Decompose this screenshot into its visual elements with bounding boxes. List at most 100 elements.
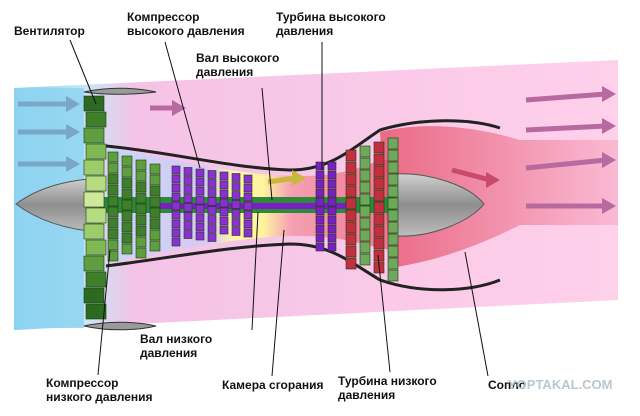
- hp-compressor-blade: [207, 215, 217, 224]
- lp-turbine-blade: [345, 245, 357, 258]
- hp-compressor-blade: [219, 216, 229, 226]
- tail-cone: [394, 173, 485, 237]
- lp-compressor-blade: [135, 236, 147, 248]
- fan-blade: [83, 223, 105, 240]
- hp-compressor-blade: [183, 167, 193, 176]
- hp-compressor-blade: [243, 201, 253, 211]
- lp-turbine-blade: [373, 165, 385, 178]
- core-casing-lower: [105, 242, 501, 292]
- hp-compressor-blade: [171, 192, 181, 202]
- hp-compressor-blade: [183, 230, 193, 239]
- lp-compressor: [107, 151, 161, 262]
- fan-blade: [83, 255, 105, 272]
- hp-turbine-blade: [327, 179, 337, 189]
- lp-compressor-blade: [107, 239, 119, 251]
- lp-turbine-blade: [373, 189, 385, 202]
- hp-compressor-blade: [183, 176, 193, 185]
- lp-turbine-blade: [373, 213, 385, 226]
- hp-turbine-blade: [327, 233, 337, 243]
- lp-compressor-blade: [121, 221, 133, 233]
- lp-compressor-blade: [121, 188, 133, 200]
- hp-compressor-blade: [171, 210, 181, 220]
- label-lp-turbine: Турбина низкого давления: [338, 374, 440, 402]
- lp-compressor-blade: [121, 155, 133, 167]
- leader-fan: [69, 39, 97, 105]
- hp-turbine-blade: [315, 188, 325, 198]
- hp-turbine-blade: [327, 224, 337, 234]
- hp-compressor-blade: [195, 168, 205, 178]
- lp-compressor-blade: [135, 214, 147, 226]
- exhaust-arrow-head: [486, 172, 500, 188]
- fan-blade: [85, 143, 107, 160]
- hp-turbine-blade: [315, 197, 325, 207]
- lp-compressor-blade: [149, 174, 161, 186]
- leader-lp-shaft: [251, 211, 259, 331]
- lp-compressor-blade: [121, 243, 133, 255]
- hp-turbine-blade: [327, 215, 337, 225]
- nacelle-lower: [83, 321, 157, 331]
- fan-blade: [83, 191, 105, 208]
- hp-turbine-blade: [315, 224, 325, 234]
- lp-turbine-blade: [373, 141, 385, 154]
- hp-turbine-blade: [315, 206, 325, 216]
- fan-blade: [85, 303, 107, 320]
- exhaust-plume: [380, 126, 618, 268]
- core-arrow-head: [292, 170, 306, 186]
- lp-compressor-blade: [121, 232, 133, 244]
- lp-compressor-blade: [107, 206, 119, 218]
- label-hp-compressor: Компрессор высокого давления: [127, 10, 245, 38]
- flow-arrows: [18, 86, 616, 214]
- hp-compressor-blade: [195, 195, 205, 205]
- lp-compressor-blade: [107, 173, 119, 185]
- lp-turbine-blade: [359, 145, 371, 158]
- lp-turbine-blade: [373, 249, 385, 262]
- lp-compressor-blade: [121, 210, 133, 222]
- hp-compressor-blade: [219, 171, 229, 181]
- label-combustor: Камера сгорания: [222, 378, 324, 392]
- fan-blade: [83, 159, 105, 176]
- hp-compressor-blade: [243, 210, 253, 220]
- lp-turbine-blade: [373, 237, 385, 250]
- hp-compressor-blade: [183, 194, 193, 203]
- hp-turbine-blade: [315, 242, 325, 252]
- lp-turbine-blade: [387, 257, 399, 270]
- lp-compressor-blade: [149, 207, 161, 219]
- hp-turbine-blade: [315, 233, 325, 243]
- lp-compressor-blade: [135, 170, 147, 182]
- lp-turbine-blade: [359, 157, 371, 170]
- label-lp-shaft: Вал низкого давления: [140, 332, 216, 360]
- lp-compressor-blade: [107, 228, 119, 240]
- lp-turbine-blade: [387, 209, 399, 222]
- leader-lp-compressor: [97, 249, 111, 376]
- leader-lp-turbine: [377, 254, 391, 373]
- hp-compressor-blade: [231, 227, 241, 236]
- fan-blade: [85, 271, 107, 288]
- lp-compressor-blade: [135, 159, 147, 171]
- hp-turbine-blade: [315, 215, 325, 225]
- hp-compressor-blade: [231, 173, 241, 182]
- nacelle-upper: [83, 87, 157, 95]
- lp-turbine-blade: [387, 245, 399, 258]
- hp-compressor-blade: [207, 224, 217, 233]
- lp-turbine-blade: [387, 173, 399, 186]
- lp-turbine-blade: [387, 185, 399, 198]
- hp-turbine-blade: [327, 197, 337, 207]
- hp-compressor-blade: [183, 185, 193, 194]
- fan-blade: [85, 207, 107, 224]
- hp-compressor-blade: [195, 186, 205, 196]
- hp-compressor-blade: [171, 165, 181, 175]
- lp-turbine-blade: [387, 149, 399, 162]
- label-nozzle: Сопло: [488, 378, 526, 392]
- lp-compressor-blade: [121, 199, 133, 211]
- lp-compressor-blade: [107, 184, 119, 196]
- lp-compressor-blade: [135, 225, 147, 237]
- lp-turbine-blade: [359, 253, 371, 266]
- lp-turbine-blade: [373, 153, 385, 166]
- lp-turbine: [345, 137, 399, 282]
- lp-turbine-blade: [387, 161, 399, 174]
- lp-turbine-blade: [387, 233, 399, 246]
- hp-compressor-blade: [243, 183, 253, 193]
- lp-compressor-blade: [149, 196, 161, 208]
- hp-compressor-blade: [207, 233, 217, 242]
